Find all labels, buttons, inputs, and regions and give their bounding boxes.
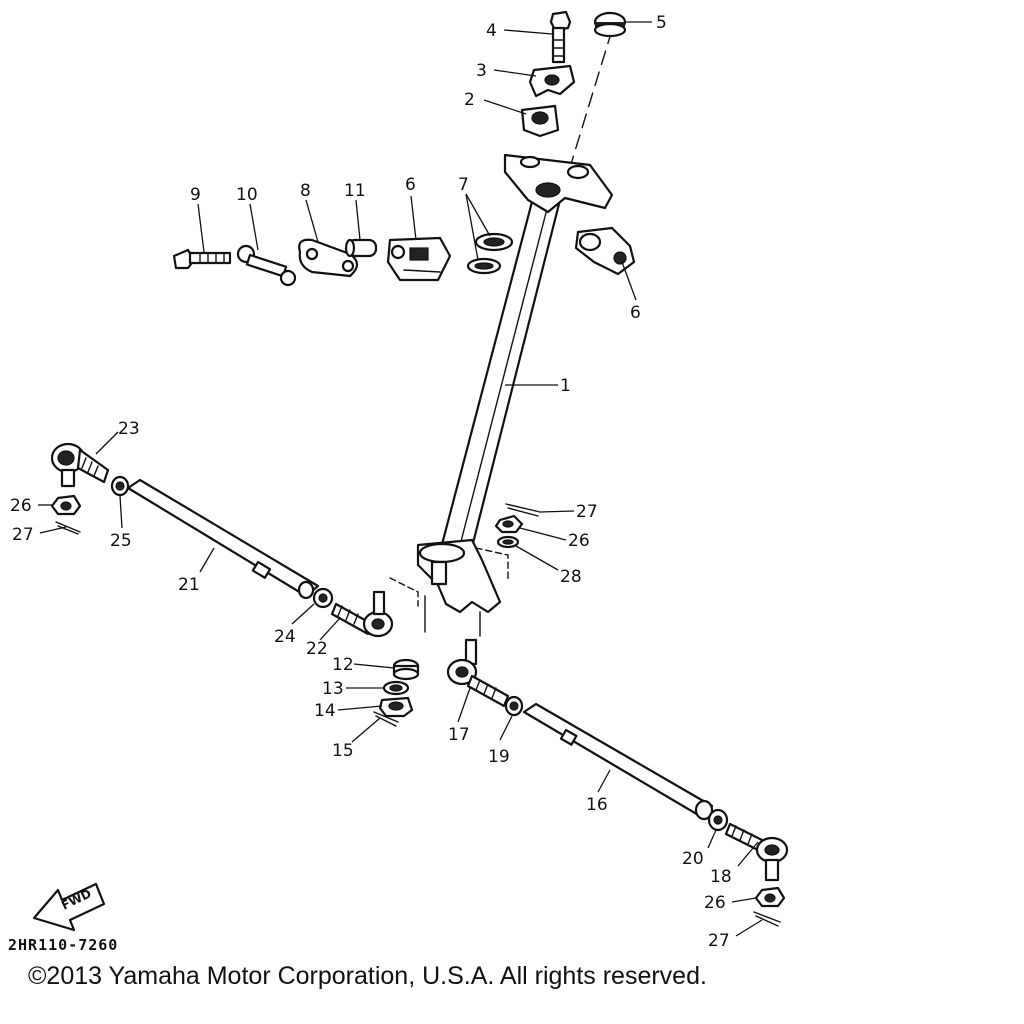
callout-10: 10 — [236, 185, 258, 205]
washer-part-13 — [382, 680, 410, 696]
callout-2: 2 — [464, 90, 475, 110]
upper-holder-part-3 — [528, 64, 576, 98]
callout-7: 7 — [458, 175, 469, 195]
alignment-guide-lines — [389, 547, 509, 607]
tie-rod-part-16 — [522, 702, 714, 821]
cap-part-5 — [593, 11, 627, 38]
nut-part-19 — [504, 695, 524, 717]
lock-washer-part-10 — [236, 244, 297, 287]
cotter-pin-part-27-left — [55, 521, 81, 535]
washer-part-12 — [392, 658, 420, 681]
callout-18: 18 — [710, 867, 732, 887]
plate-part-8 — [298, 238, 359, 278]
pitman-arm-bracket — [416, 538, 502, 637]
callout-23: 23 — [118, 419, 140, 439]
nut-part-24 — [312, 587, 334, 609]
lower-holder-part-2 — [520, 104, 560, 138]
callout-8: 8 — [300, 181, 311, 201]
cotter-pin-part-27-top — [505, 503, 541, 517]
callout-6a: 6 — [405, 175, 416, 195]
callout-3: 3 — [476, 61, 487, 81]
callout-12: 12 — [332, 655, 354, 675]
diagram-part-code: 2HR110-7260 — [8, 936, 118, 954]
callout-26c: 26 — [704, 893, 726, 913]
callout-16: 16 — [586, 795, 608, 815]
callout-20: 20 — [682, 849, 704, 869]
callout-9: 9 — [190, 185, 201, 205]
copyright-notice: ©2013 Yamaha Motor Corporation, U.S.A. A… — [28, 962, 707, 990]
seal-rings-part-7 — [466, 232, 514, 275]
bushing-part-6-left — [386, 236, 452, 282]
callout-26b: 26 — [568, 531, 590, 551]
callout-11: 11 — [344, 181, 366, 201]
cotter-pin-part-15 — [373, 711, 399, 727]
tie-rod-part-21 — [126, 478, 320, 600]
tie-rod-end-part-17 — [446, 638, 510, 708]
nut-part-25 — [110, 475, 130, 497]
tie-rod-end-part-22 — [330, 590, 394, 638]
callout-28: 28 — [560, 567, 582, 587]
tie-rod-end-part-23 — [50, 442, 110, 488]
bolt-part-9 — [172, 248, 232, 270]
leader-lines — [38, 21, 763, 937]
callout-15: 15 — [332, 741, 354, 761]
callout-19: 19 — [488, 747, 510, 767]
callout-4: 4 — [486, 21, 497, 41]
callout-22: 22 — [306, 639, 328, 659]
bushing-part-6-right — [574, 226, 636, 276]
callout-26a: 26 — [10, 496, 32, 516]
callout-17: 17 — [448, 725, 470, 745]
callout-27c: 27 — [708, 931, 730, 951]
fwd-arrow-icon: FWD — [32, 882, 106, 932]
callout-6b: 6 — [630, 303, 641, 323]
callout-27a: 27 — [12, 525, 34, 545]
nut-part-26-right — [754, 886, 786, 908]
nut-part-26-top — [494, 514, 524, 534]
callout-labels: 1 2 3 4 5 6 6 7 8 9 10 11 12 13 14 15 16… — [10, 13, 732, 951]
callout-1: 1 — [560, 376, 571, 396]
nut-part-14 — [378, 696, 414, 718]
nut-part-20 — [707, 808, 729, 832]
washer-part-28 — [496, 535, 520, 549]
upper-handlebar-bracket — [503, 153, 614, 214]
bolt-part-4 — [549, 10, 572, 64]
callout-5: 5 — [656, 13, 667, 33]
callout-13: 13 — [322, 679, 344, 699]
cotter-pin-part-27-right — [753, 911, 781, 927]
callout-27b: 27 — [576, 502, 598, 522]
callout-24: 24 — [274, 627, 296, 647]
collar-part-11 — [344, 238, 378, 258]
nut-part-26-left — [50, 494, 82, 516]
callout-14: 14 — [314, 701, 336, 721]
callout-21: 21 — [178, 575, 200, 595]
callout-25: 25 — [110, 531, 132, 551]
tie-rod-end-part-18 — [724, 822, 789, 882]
